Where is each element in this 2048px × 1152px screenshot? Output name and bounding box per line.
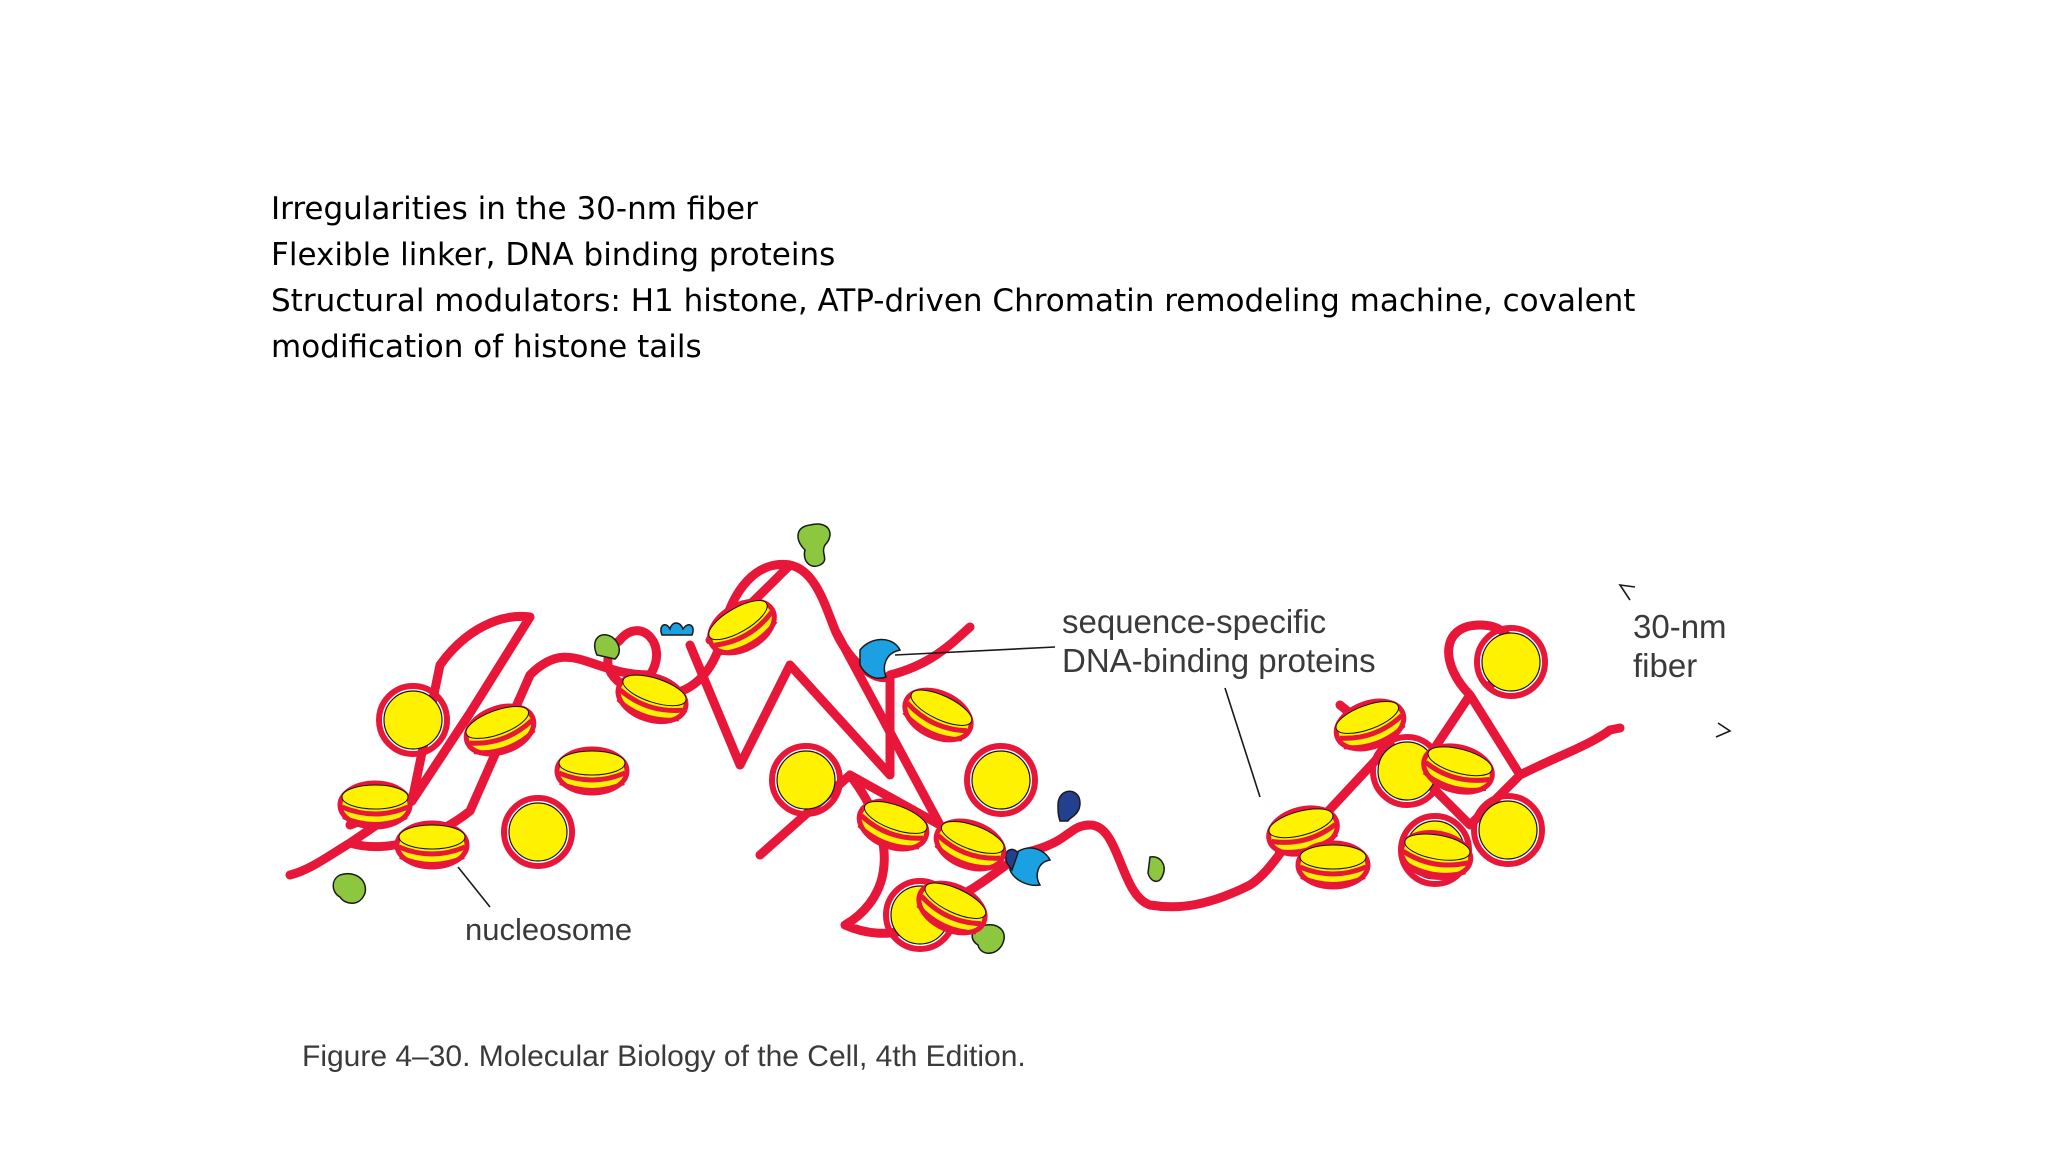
bracket-top xyxy=(1618,583,1636,601)
slide-line-2: Flexible linker, DNA binding proteins xyxy=(271,237,836,273)
nucleosome-side xyxy=(337,780,413,830)
nucleosome-side xyxy=(856,798,930,852)
nucleosome-label: nucleosome xyxy=(465,912,633,947)
dna-binding-proteins xyxy=(332,523,1165,954)
nucleosome-side xyxy=(902,687,974,743)
green-protein xyxy=(332,873,367,904)
slide-text: Irregularities in the 30-nm fiber Flexib… xyxy=(271,186,1791,370)
fiber-bracket xyxy=(1618,583,1732,738)
nucleosome-side xyxy=(463,703,537,757)
nucleosome-face xyxy=(1474,625,1548,699)
slide-line-3: Structural modulators: H1 histone, ATP-d… xyxy=(271,283,1636,319)
fiber-label: 30-nm fiber xyxy=(1633,607,1727,685)
nucleosome-side xyxy=(394,820,470,870)
nucleosome-side xyxy=(554,746,630,796)
fiber-label-line1: 30-nm xyxy=(1633,608,1727,645)
chromatin-fiber-figure: sequence-specific DNA-binding proteins 3… xyxy=(285,523,1770,995)
blue-protein xyxy=(859,638,902,679)
nucleosome-side xyxy=(1295,840,1371,890)
chromatin-diagram xyxy=(285,523,1732,954)
nucleosome-face xyxy=(964,743,1038,817)
nucleosome-side xyxy=(615,671,689,725)
nucleosome-side xyxy=(1421,743,1495,795)
slide-line-4: modification of histone tails xyxy=(271,329,702,365)
nucleosome-side xyxy=(1398,829,1474,881)
slide-line-1: Irregularities in the 30-nm fiber xyxy=(271,191,758,227)
nucleosome-face xyxy=(1471,793,1545,867)
green-protein xyxy=(971,924,1005,954)
sequence-specific-label: sequence-specific DNA-binding proteins xyxy=(1062,602,1376,680)
green-protein xyxy=(797,523,831,567)
leader-line xyxy=(1224,687,1261,798)
nucleosome-side xyxy=(1333,698,1407,752)
nucleosome-side xyxy=(933,818,1007,872)
navy-protein xyxy=(1057,790,1081,822)
figure-caption: Figure 4–30. Molecular Biology of the Ce… xyxy=(302,1040,1026,1073)
green-protein xyxy=(1147,856,1165,883)
leader-line xyxy=(894,646,1056,656)
nucleosome-face xyxy=(376,683,450,757)
leader-line xyxy=(457,866,491,908)
blue-protein xyxy=(1009,847,1052,887)
sequence-specific-label-line2: DNA-binding proteins xyxy=(1062,642,1376,679)
green-protein xyxy=(593,634,620,660)
nucleosome-side xyxy=(707,598,778,656)
bracket-bottom xyxy=(1715,722,1732,738)
nucleosomes xyxy=(337,598,1548,952)
label-leader-lines xyxy=(457,646,1261,908)
nucleosome-face xyxy=(501,795,575,869)
navy-protein xyxy=(1005,848,1019,872)
fiber-label-line2: fiber xyxy=(1633,647,1698,684)
nucleosome-face xyxy=(769,743,843,817)
nucleosome-side xyxy=(916,880,988,936)
blue-protein xyxy=(660,622,694,636)
sequence-specific-label-line1: sequence-specific xyxy=(1062,603,1327,640)
dna-end xyxy=(1605,723,1625,735)
